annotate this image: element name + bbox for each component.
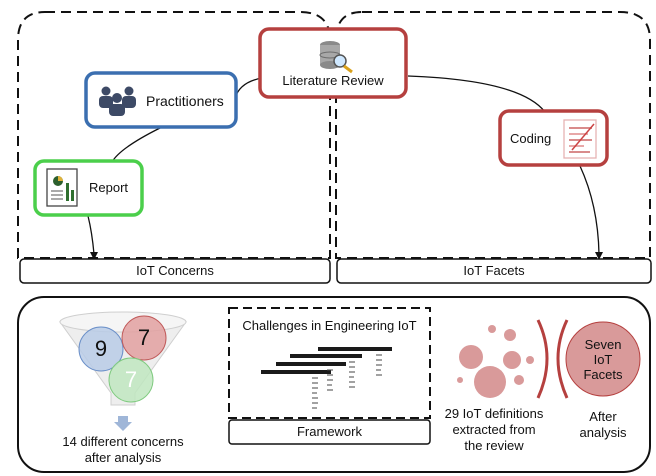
connector-practitioners-to-report	[111, 127, 161, 163]
funnel-circle-red	[121, 315, 167, 361]
right-bracket	[556, 319, 569, 399]
funnel-value-red: 7	[137, 325, 151, 350]
connector-report-to-concerns	[87, 215, 95, 255]
report-document-icon	[46, 168, 78, 207]
arrowhead-facets	[595, 252, 603, 260]
definitions-dots	[457, 325, 534, 398]
funnel-down-arrow	[114, 416, 132, 431]
facets-circle-line1: Seven	[584, 337, 622, 352]
coding-label: Coding	[510, 131, 552, 146]
people-icon	[99, 86, 136, 116]
practitioners-label: Practitioners	[146, 93, 224, 109]
funnel-value-blue: 9	[94, 336, 108, 361]
database-search-icon	[319, 41, 353, 74]
funnel-value-green: 7	[124, 367, 138, 392]
iot-concerns-label: IoT Concerns	[136, 263, 214, 278]
literature-review-label: Literature Review	[282, 73, 384, 88]
iot-concerns-label-box	[19, 258, 331, 284]
funnel-caption-line1: 14 different concerns	[62, 434, 184, 449]
framework-label-box	[228, 419, 431, 445]
facets-caption-line1: After	[589, 409, 617, 424]
funnel-circle-green	[108, 357, 154, 403]
definitions-line1: 29 IoT definitions	[444, 406, 544, 421]
connector-review-to-practitioners	[234, 77, 263, 99]
iot-facets-label-box	[336, 258, 652, 284]
funnel-circle-blue	[78, 326, 124, 372]
framework-thumbnail	[261, 347, 392, 409]
seven-facets-circle	[565, 321, 641, 397]
arrowhead-concerns	[90, 252, 98, 260]
facets-caption-line2: analysis	[579, 425, 627, 440]
iot-facets-label: IoT Facets	[463, 263, 525, 278]
funnel-caption-line2: after analysis	[84, 450, 162, 465]
facets-circle-line3: Facets	[583, 367, 623, 382]
connector-review-to-coding	[407, 75, 546, 113]
framework-title: Challenges in Engineering IoT	[242, 318, 417, 333]
funnel-graphic	[59, 311, 187, 431]
connector-coding-to-facets	[579, 165, 600, 255]
coding-document-icon	[563, 119, 597, 159]
iot-facets-region	[335, 11, 651, 259]
iot-concerns-region	[17, 11, 331, 259]
definitions-line2: extracted from	[452, 422, 536, 437]
definitions-line3: the review	[464, 438, 524, 453]
report-label: Report	[89, 180, 129, 195]
facets-circle-line2: IoT	[593, 352, 613, 367]
left-bracket	[536, 319, 549, 399]
framework-label: Framework	[296, 424, 362, 439]
